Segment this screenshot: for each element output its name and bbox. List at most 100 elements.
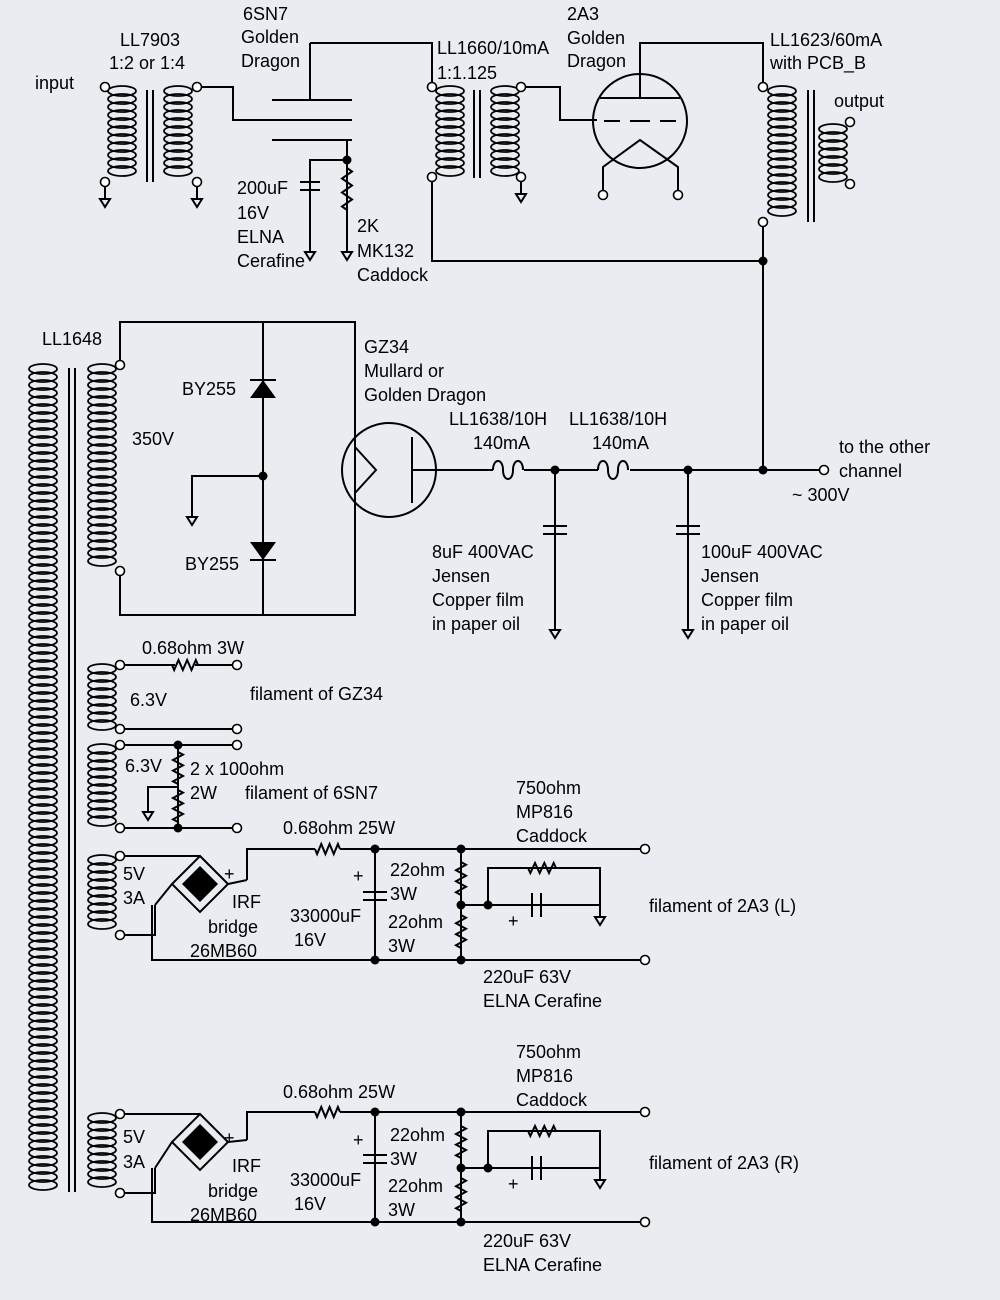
terminal-ll1660-a bbox=[426, 81, 438, 93]
resistor-22ohm-left-1 bbox=[453, 861, 469, 896]
label-r22-l2: 22ohm bbox=[388, 912, 443, 932]
label-r750-l: 750ohm bbox=[516, 778, 581, 798]
core-ll7903 bbox=[146, 90, 154, 182]
label-cap100-b: Jensen bbox=[701, 566, 759, 586]
label-res2k-b: MK132 bbox=[357, 241, 414, 261]
node-right-c33-top bbox=[370, 1107, 380, 1117]
label-cap100-d: in paper oil bbox=[701, 614, 789, 634]
terminal-2a3-right-a bbox=[639, 1106, 651, 1118]
label-filament-gz34: filament of GZ34 bbox=[250, 684, 383, 704]
label-r22-r2-b: 3W bbox=[388, 1200, 415, 1220]
resistor-750-right bbox=[527, 1123, 557, 1139]
resistor-22ohm-right-1 bbox=[453, 1125, 469, 1159]
node-b-plus-top bbox=[758, 256, 768, 266]
label-r750-l-b: MP816 bbox=[516, 802, 573, 822]
generated-symbols bbox=[28, 81, 856, 1228]
label-irf-l-c: 26MB60 bbox=[190, 941, 257, 961]
label-other-channel-b: channel bbox=[839, 461, 902, 481]
label-irf-l: IRF bbox=[232, 892, 261, 912]
label-2a3-c: Dragon bbox=[567, 51, 626, 71]
terminal-5v-left-b bbox=[114, 929, 126, 941]
label-r750-r: 750ohm bbox=[516, 1042, 581, 1062]
label-cap100: 100uF 400VAC bbox=[701, 542, 823, 562]
node-ct bbox=[258, 471, 268, 481]
label-6v3-1: 6.3V bbox=[130, 690, 167, 710]
label-gz34-c: Golden Dragon bbox=[364, 385, 486, 405]
label-cap100-c: Copper film bbox=[701, 590, 793, 610]
label-gz34: GZ34 bbox=[364, 337, 409, 357]
label-output: output bbox=[834, 91, 884, 111]
label-cap8: 8uF 400VAC bbox=[432, 542, 534, 562]
label-ll1638-2: LL1638/10H bbox=[569, 409, 667, 429]
label-plus-bridge-l: + bbox=[224, 864, 235, 884]
core-ll1648 bbox=[68, 368, 76, 1192]
label-other-channel: to the other bbox=[839, 437, 930, 457]
resistor-068-25w-right bbox=[314, 1104, 341, 1120]
ground-right-fil bbox=[593, 1168, 607, 1190]
label-r22-l1-b: 3W bbox=[390, 884, 417, 904]
terminal-gz34-fil-a bbox=[231, 659, 243, 671]
label-ll1638-1: LL1638/10H bbox=[449, 409, 547, 429]
terminal-other-channel bbox=[818, 464, 830, 476]
terminal-output-bottom bbox=[844, 178, 856, 190]
label-5v-l: 5V bbox=[123, 864, 145, 884]
label-irf-r-b: bridge bbox=[208, 1181, 258, 1201]
terminal-2a3-fil-b bbox=[672, 189, 684, 201]
label-c220-r: 220uF 63V bbox=[483, 1231, 571, 1251]
resistor-2k-mk132 bbox=[340, 167, 354, 211]
terminal-350v-top bbox=[114, 359, 126, 371]
resistor-22ohm-right-2 bbox=[453, 1177, 469, 1212]
node-left-r22-top bbox=[456, 844, 466, 854]
label-ll1660: LL1660/10mA bbox=[437, 38, 549, 58]
terminal-350v-bottom bbox=[114, 565, 126, 577]
label-filament-2a3-l: filament of 2A3 (L) bbox=[649, 896, 796, 916]
wiring bbox=[119, 42, 820, 1223]
label-filament-2a3-r: filament of 2A3 (R) bbox=[649, 1153, 799, 1173]
coil-ll7903-secondary bbox=[163, 85, 193, 177]
coil-5v-right bbox=[87, 1112, 117, 1188]
label-r22-l1: 22ohm bbox=[390, 860, 445, 880]
label-cap200-b: 16V bbox=[237, 203, 269, 223]
label-300v: ~ 300V bbox=[792, 485, 850, 505]
label-350v: 350V bbox=[132, 429, 174, 449]
label-filament-6sn7: filament of 6SN7 bbox=[245, 783, 378, 803]
label-r22-r2: 22ohm bbox=[388, 1176, 443, 1196]
label-ll1623-b: with PCB_B bbox=[769, 53, 866, 74]
label-c220-l-b: ELNA Cerafine bbox=[483, 991, 602, 1011]
coil-ll7903-primary bbox=[107, 85, 137, 177]
terminal-ll1660-c bbox=[515, 81, 527, 93]
ground-ll1660 bbox=[514, 182, 528, 204]
ground-cathode-res bbox=[340, 240, 354, 262]
terminal-input-bottom bbox=[99, 176, 111, 188]
terminal-6sn7-b bbox=[114, 822, 126, 834]
resistor-068-25w-left bbox=[314, 841, 341, 857]
node-6sn7-a bbox=[173, 740, 183, 750]
label-cap8-d: in paper oil bbox=[432, 614, 520, 634]
diode-by255-bottom bbox=[250, 542, 276, 561]
resistor-068-3w bbox=[171, 657, 199, 673]
terminal-ll1623-b bbox=[757, 216, 769, 228]
terminal-5v-left-a bbox=[114, 850, 126, 862]
choke-ll1638-1 bbox=[492, 460, 524, 480]
label-plus-c33-l: + bbox=[353, 866, 364, 886]
label-res2k-c: Caddock bbox=[357, 265, 429, 285]
node-choke-1 bbox=[550, 465, 560, 475]
label-irf-l-b: bridge bbox=[208, 917, 258, 937]
coil-350v-secondary bbox=[87, 363, 117, 567]
label-input: input bbox=[35, 73, 74, 93]
label-r22-l2-b: 3W bbox=[388, 936, 415, 956]
coil-6v3-6sn7 bbox=[87, 743, 117, 827]
coil-5v-left bbox=[87, 854, 117, 930]
terminal-2a3-right-b bbox=[639, 1216, 651, 1228]
terminal-ll1623-a bbox=[757, 81, 769, 93]
tube-2a3 bbox=[592, 73, 688, 195]
diode-by255-top bbox=[250, 379, 276, 398]
resistor-750-left bbox=[527, 860, 557, 876]
bridge-rectifier-right bbox=[154, 1112, 248, 1172]
ground-6sn7-fil bbox=[141, 800, 155, 822]
terminal-gz34-b bbox=[114, 723, 126, 735]
node-right-mid bbox=[456, 1163, 466, 1173]
coil-6v3-gz34 bbox=[87, 663, 117, 731]
terminal-2a3-left-a bbox=[639, 843, 651, 855]
label-6v3-2: 6.3V bbox=[125, 756, 162, 776]
